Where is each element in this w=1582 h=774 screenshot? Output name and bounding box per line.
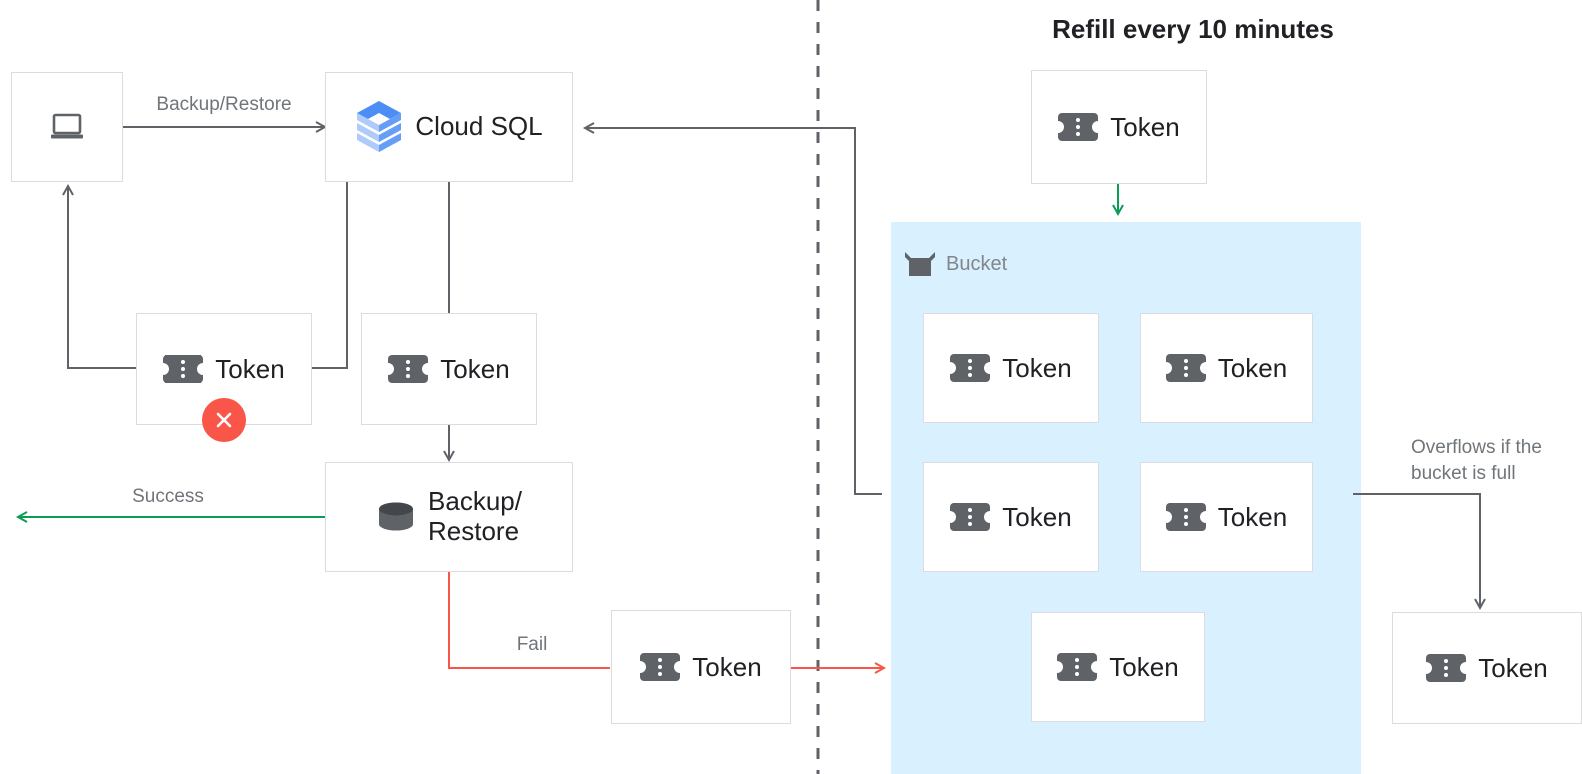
node-token-overflow[interactable]: Token — [1392, 612, 1582, 724]
page-title: Refill every 10 minutes — [1052, 14, 1334, 44]
token-label: Token — [1002, 501, 1072, 532]
wire-overflow — [1353, 493, 1486, 611]
status-badge-error — [202, 398, 246, 442]
bucket-token-4[interactable]: Token — [1140, 462, 1313, 572]
edge-label-success: Success — [132, 486, 204, 507]
token-label: Token — [215, 353, 285, 384]
edge-label-backup-restore: Backup/Restore — [156, 94, 292, 115]
node-token-refill[interactable]: Token — [1031, 70, 1207, 184]
token-icon — [382, 353, 435, 385]
token-label: Token — [1002, 352, 1072, 383]
token-icon — [634, 651, 687, 683]
bucket-token-3[interactable]: Token — [923, 462, 1099, 572]
token-icon — [1051, 651, 1104, 683]
token-icon — [944, 352, 997, 384]
token-label: Token — [1217, 352, 1288, 383]
edge-label-overflow: Overflows if the bucket is full — [1411, 437, 1542, 484]
token-icon — [944, 501, 997, 533]
laptop-icon — [50, 113, 84, 141]
token-label: Token — [440, 353, 510, 384]
bucket-token-2[interactable]: Token — [1140, 313, 1313, 423]
token-icon — [157, 353, 210, 385]
bucket-label: Bucket — [946, 252, 1008, 275]
token-icon — [1420, 652, 1473, 684]
error-x-icon — [213, 409, 235, 431]
token-label: Token — [1478, 652, 1548, 683]
cloud-sql-icon — [355, 99, 403, 155]
node-token-consumed[interactable]: Token — [361, 313, 537, 425]
bucket-icon — [903, 249, 937, 279]
bucket-tag: Bucket — [903, 249, 1007, 279]
token-icon — [1159, 352, 1212, 384]
wire-bucket-to-cloudsql — [582, 122, 882, 495]
database-icon — [376, 500, 416, 534]
node-client[interactable] — [11, 72, 123, 182]
token-icon — [1052, 111, 1105, 143]
node-cloud-sql[interactable]: Cloud SQL — [325, 72, 573, 182]
node-backup-restore[interactable]: Backup/ Restore — [325, 462, 573, 572]
backup-restore-label: Backup/ Restore — [428, 486, 522, 546]
token-label: Token — [1110, 111, 1180, 142]
node-token-returned[interactable]: Token — [611, 610, 791, 724]
bucket-token-1[interactable]: Token — [923, 313, 1099, 423]
bucket-token-5[interactable]: Token — [1031, 612, 1205, 722]
token-label: Token — [1109, 651, 1179, 682]
token-label: Token — [692, 651, 762, 682]
token-icon — [1159, 501, 1212, 533]
edge-label-fail: Fail — [516, 634, 548, 655]
token-label: Token — [1217, 501, 1288, 532]
cloud-sql-label: Cloud SQL — [415, 111, 543, 142]
